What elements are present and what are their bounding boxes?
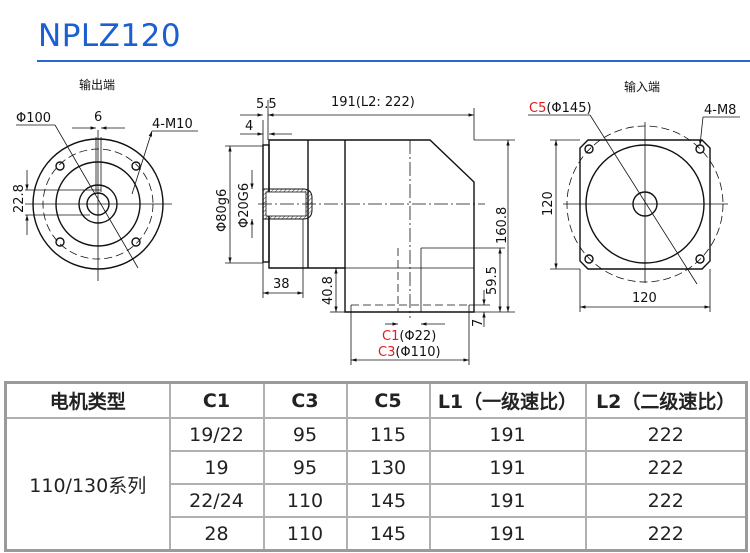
- product-title: NPLZ120: [38, 18, 182, 54]
- c1-code: C1: [382, 329, 399, 344]
- c3-value: (Φ110): [395, 345, 440, 360]
- dim-4: 4: [245, 119, 253, 134]
- c3-code: C3: [378, 345, 395, 360]
- bolt-spec: 4-M8: [704, 103, 736, 118]
- length-dim: 191(L2: 222): [331, 95, 415, 110]
- c5-code: C5: [529, 101, 546, 116]
- dim-7: 7: [471, 319, 486, 327]
- cell-c3: 95: [262, 417, 348, 452]
- spec-table: 电机类型 C1 C3 C5 L1（一级速比） L2（二级速比） 110/130系…: [4, 381, 748, 552]
- shaft-length-dim: 38: [273, 277, 290, 292]
- key-height-dim: 22.8: [12, 184, 27, 213]
- header-c1: C1: [168, 381, 265, 419]
- side-view: 191(L2: 222) 5.5 4 Φ80g6 Φ20G6 38 40.8 1…: [215, 95, 515, 365]
- cell-l2: 222: [584, 483, 748, 518]
- header-l1: L1（一级速比）: [428, 381, 587, 419]
- cell-l1: 191: [428, 516, 587, 552]
- cell-c3: 110: [262, 516, 348, 552]
- cell-l1: 191: [428, 417, 587, 452]
- c5-dim: C5(Φ145): [529, 101, 592, 116]
- cell-c1: 22/24: [168, 483, 265, 518]
- cell-l2: 222: [584, 516, 748, 552]
- c1-dim: C1(Φ22): [382, 329, 436, 344]
- dim-59-5: 59.5: [485, 266, 500, 295]
- input-end-view: 输入端 C5(Φ145) 4-M8 120 120: [528, 79, 740, 312]
- cell-l1: 191: [428, 450, 587, 485]
- header-c5: C5: [345, 381, 431, 419]
- shaft-dia-dim: Φ20G6: [237, 183, 252, 228]
- c3-dim: C3(Φ110): [378, 345, 441, 360]
- title-divider: [37, 60, 750, 62]
- table-header-row: 电机类型 C1 C3 C5 L1（一级速比） L2（二级速比）: [4, 381, 748, 419]
- height-dim: 120: [541, 191, 556, 216]
- table-row: 28 110 145 191 222: [6, 516, 748, 552]
- output-end-label: 输出端: [79, 77, 115, 92]
- table-row: 110/130系列 19/22 95 115 191 222: [4, 417, 748, 552]
- dim-5-5: 5.5: [256, 97, 277, 112]
- motor-type-cell: 110/130系列: [4, 417, 171, 552]
- cell-c1: 19/22: [168, 417, 265, 452]
- height-dim: 160.8: [495, 207, 510, 244]
- table-row: 19 95 130 191 222: [6, 450, 748, 485]
- dim-40-8: 40.8: [321, 276, 336, 305]
- width-dim: 120: [632, 291, 657, 306]
- cell-c3: 95: [262, 450, 348, 485]
- cell-l2: 222: [584, 450, 748, 485]
- c5-value: (Φ145): [546, 101, 591, 116]
- c1-value: (Φ22): [399, 329, 436, 344]
- technical-drawing: 输出端 22.8 6 Φ100 4-M10: [12, 77, 740, 365]
- cell-c5: 130: [345, 450, 431, 485]
- header-motor-type: 电机类型: [4, 381, 171, 419]
- cell-c5: 145: [345, 516, 431, 552]
- cell-c1: 19: [168, 450, 265, 485]
- cell-c5: 145: [345, 483, 431, 518]
- flange-dia-dim: Φ80g6: [215, 189, 230, 232]
- table-row: 22/24 110 145 191 222: [6, 483, 748, 518]
- cell-c3: 110: [262, 483, 348, 518]
- cell-c1: 28: [168, 516, 265, 552]
- key-width-dim: 6: [94, 110, 102, 125]
- cell-l2: 222: [584, 417, 748, 452]
- bolt-holes: [55, 161, 141, 247]
- input-end-label: 输入端: [624, 79, 660, 94]
- flange-dia-dim: Φ100: [16, 111, 51, 126]
- cell-c5: 115: [345, 417, 431, 452]
- output-end-view: 输出端 22.8 6 Φ100 4-M10: [12, 77, 198, 281]
- header-l2: L2（二级速比）: [584, 381, 748, 419]
- header-c3: C3: [262, 381, 348, 419]
- bolt-spec: 4-M10: [152, 117, 193, 132]
- cell-l1: 191: [428, 483, 587, 518]
